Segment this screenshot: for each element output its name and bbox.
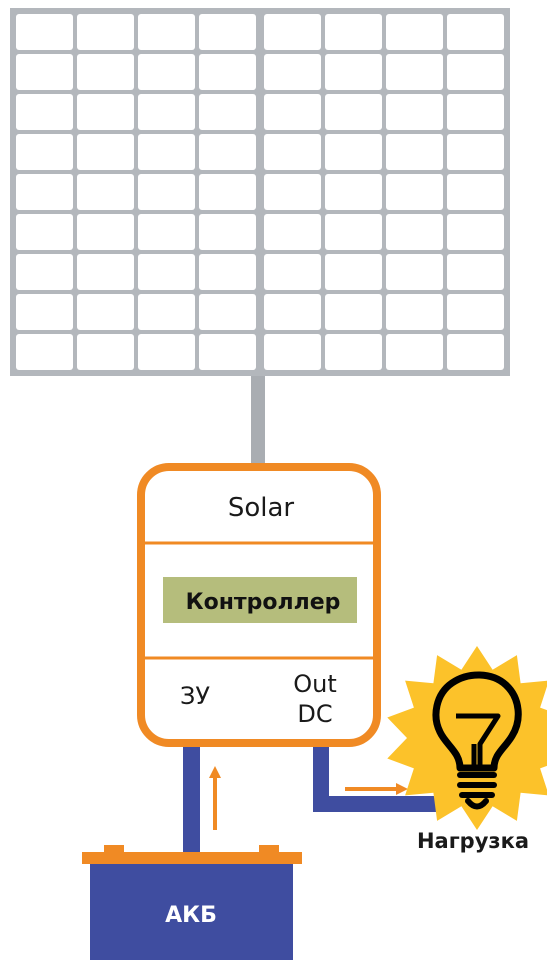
battery-top — [82, 852, 302, 864]
panel-cell — [16, 254, 73, 290]
panel-cell — [386, 54, 443, 90]
panel-cell — [77, 54, 134, 90]
panel-cell — [138, 54, 195, 90]
panel-cell — [325, 214, 382, 250]
panel-cell — [386, 294, 443, 330]
panel-cell — [16, 334, 73, 370]
panel-cell — [77, 334, 134, 370]
panel-cell — [16, 174, 73, 210]
controller: Solar Контроллер ЗУ Out DC — [137, 463, 381, 747]
panel-cell — [264, 94, 321, 130]
panel-cell — [138, 334, 195, 370]
controller-name-bg — [163, 577, 357, 623]
battery-wire — [183, 742, 200, 854]
panel-cell — [264, 54, 321, 90]
panel-cell — [325, 174, 382, 210]
panel-cell — [325, 334, 382, 370]
panel-cell — [199, 174, 256, 210]
panel-cell — [138, 174, 195, 210]
panel-cells — [16, 14, 504, 370]
battery-terminal — [259, 845, 279, 853]
panel-cell — [386, 214, 443, 250]
panel-cell — [16, 54, 73, 90]
out-label-line2: DC — [297, 700, 332, 728]
panel-cell — [447, 214, 504, 250]
solar-label: Solar — [228, 493, 295, 523]
panel-cell — [386, 14, 443, 50]
battery-icon: АКБ — [82, 845, 302, 960]
panel-cell — [325, 54, 382, 90]
light-bulb-icon — [387, 646, 547, 830]
panel-cell — [77, 174, 134, 210]
panel-cell — [386, 174, 443, 210]
load-wire — [313, 742, 450, 812]
battery-label: АКБ — [165, 903, 217, 928]
panel-cell — [447, 174, 504, 210]
panel-cell — [264, 214, 321, 250]
panel-cell — [325, 294, 382, 330]
panel-cell — [77, 134, 134, 170]
panel-cell — [325, 134, 382, 170]
panel-cell — [199, 214, 256, 250]
bulb-filament — [456, 713, 501, 766]
panel-cell — [16, 14, 73, 50]
panel-cell — [16, 294, 73, 330]
panel-cell — [16, 214, 73, 250]
bulb-glass — [432, 671, 522, 772]
charger-label: ЗУ — [180, 682, 210, 710]
panel-cell — [199, 94, 256, 130]
panel-cell — [77, 214, 134, 250]
panel-cell — [386, 254, 443, 290]
panel-cell — [264, 254, 321, 290]
panel-cell — [16, 94, 73, 130]
panel-cell — [264, 294, 321, 330]
panel-cell — [138, 94, 195, 130]
panel-cell — [199, 54, 256, 90]
panel-cell — [199, 134, 256, 170]
panel-cell — [138, 294, 195, 330]
panel-cell — [199, 254, 256, 290]
panel-cell — [77, 294, 134, 330]
load-arrow-icon — [345, 783, 408, 795]
panel-cell — [386, 134, 443, 170]
panel-cell — [199, 334, 256, 370]
panel-cell — [199, 14, 256, 50]
panel-cell — [447, 294, 504, 330]
panel-cell — [325, 14, 382, 50]
charge-arrow-icon — [209, 766, 221, 830]
panel-cell — [264, 14, 321, 50]
solar-panel-icon — [10, 8, 510, 376]
load-label: Нагрузка — [417, 829, 529, 853]
panel-cell — [77, 14, 134, 50]
panel-cell — [264, 334, 321, 370]
panel-cell — [447, 134, 504, 170]
panel-cell — [447, 54, 504, 90]
panel-cell — [386, 94, 443, 130]
panel-cell — [325, 94, 382, 130]
panel-cell — [264, 134, 321, 170]
panel-cell — [199, 294, 256, 330]
panel-cell — [77, 94, 134, 130]
panel-cell — [138, 14, 195, 50]
out-label-line1: Out — [293, 670, 337, 698]
panel-cell — [138, 214, 195, 250]
panel-cell — [447, 334, 504, 370]
battery-terminal — [104, 845, 124, 853]
panel-cell — [16, 134, 73, 170]
panel-cable — [251, 376, 265, 466]
panel-cell — [77, 254, 134, 290]
controller-name-label: Контроллер — [186, 590, 341, 615]
panel-cell — [138, 134, 195, 170]
battery-body — [90, 864, 293, 960]
panel-cell — [138, 254, 195, 290]
panel-cell — [447, 254, 504, 290]
panel-cell — [447, 14, 504, 50]
panel-cell — [386, 334, 443, 370]
panel-cell — [447, 94, 504, 130]
panel-cell — [264, 174, 321, 210]
panel-cell — [325, 254, 382, 290]
